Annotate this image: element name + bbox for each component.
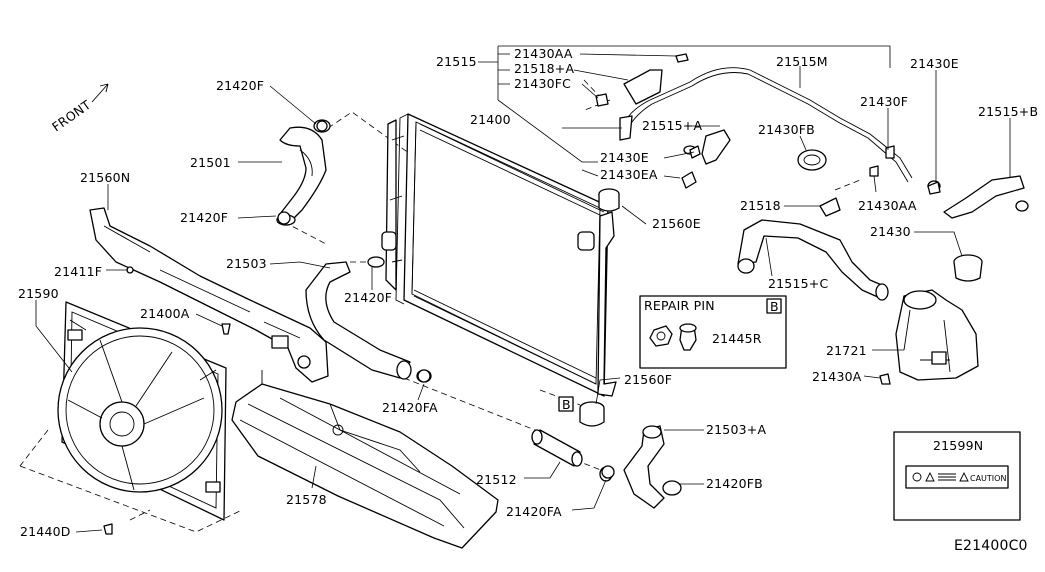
bracket-21518a <box>623 69 663 105</box>
fan-shroud-21590 <box>57 301 227 521</box>
label-21400a: 21400A <box>140 306 190 321</box>
label-21430fb: 21430FB <box>758 122 815 137</box>
label-21411f: 21411F <box>54 264 102 279</box>
badge-b: B <box>558 396 574 412</box>
label-21430aa-mid: 21430AA <box>858 198 917 213</box>
leader-lines <box>35 45 1011 533</box>
part-labels: 21515 21430AA 21518+A 21430FC 21515M 214… <box>18 46 1038 539</box>
front-label: FRONT <box>49 97 94 134</box>
label-21518a: 21518+A <box>514 61 574 76</box>
label-21515b: 21515+B <box>978 104 1038 119</box>
label-21501: 21501 <box>190 155 231 170</box>
cap-21560e <box>598 188 620 212</box>
label-21515c: 21515+C <box>768 276 828 291</box>
caution-box-21599n: 21599N CAUTION <box>893 431 1021 521</box>
label-21420fb: 21420FB <box>706 476 763 491</box>
label-21430aa-top: 21430AA <box>514 46 573 61</box>
clamp-21430fb <box>797 149 827 171</box>
label-21503a: 21503+A <box>706 422 766 437</box>
radiator-21400 <box>381 113 617 397</box>
label-21440d: 21440D <box>20 524 71 539</box>
caution-text: CAUTION <box>970 474 1006 483</box>
diagram-code: E21400C0 <box>954 538 1028 554</box>
cap-21430 <box>953 254 983 282</box>
label-21420f-top: 21420F <box>216 78 264 93</box>
repair-pin-box: REPAIR PIN B 21445R <box>639 295 787 369</box>
repair-pin-badge: B <box>770 299 779 314</box>
hose-21512 <box>531 429 583 467</box>
reservoir-21721 <box>895 289 979 381</box>
lower-member-21578 <box>231 370 499 549</box>
label-21430f: 21430F <box>860 94 908 109</box>
label-21721: 21721 <box>826 343 867 358</box>
front-arrow: FRONT <box>49 83 109 134</box>
label-21430fc: 21430FC <box>514 76 571 91</box>
label-21503: 21503 <box>226 256 267 271</box>
fasteners <box>103 53 941 535</box>
label-21512: 21512 <box>476 472 517 487</box>
label-21515: 21515 <box>436 54 477 69</box>
pipe-21515m <box>619 67 913 183</box>
label-21560f: 21560F <box>624 372 672 387</box>
label-21420f-mid: 21420F <box>180 210 228 225</box>
label-21515a: 21515+A <box>642 118 702 133</box>
label-21599n: 21599N <box>933 438 983 453</box>
repair-pin-title: REPAIR PIN <box>644 298 715 313</box>
label-21420f-low: 21420F <box>344 290 392 305</box>
label-21515m: 21515M <box>776 54 828 69</box>
hose-21515b <box>927 175 1029 219</box>
label-21445r: 21445R <box>712 331 762 346</box>
hose-21503a <box>599 425 682 509</box>
hose-21501 <box>276 119 331 226</box>
label-21430e-mid: 21430E <box>600 150 649 165</box>
label-21430e-top: 21430E <box>910 56 959 71</box>
label-21578: 21578 <box>286 492 327 507</box>
label-21590: 21590 <box>18 286 59 301</box>
bracket-21560n <box>89 207 329 383</box>
label-21430a: 21430A <box>812 369 862 384</box>
label-21400: 21400 <box>470 112 511 127</box>
label-21420fa-low: 21420FA <box>506 504 562 519</box>
label-21518: 21518 <box>740 198 781 213</box>
label-21560e: 21560E <box>652 216 701 231</box>
label-21560n: 21560N <box>80 170 130 185</box>
svg-text:B: B <box>562 397 571 412</box>
label-21430: 21430 <box>870 224 911 239</box>
hose-21515c <box>737 197 889 301</box>
cap-21560f <box>579 401 605 427</box>
hose-21515a <box>683 129 731 165</box>
label-21430ea: 21430EA <box>600 167 658 182</box>
label-21420fa-mid: 21420FA <box>382 400 438 415</box>
